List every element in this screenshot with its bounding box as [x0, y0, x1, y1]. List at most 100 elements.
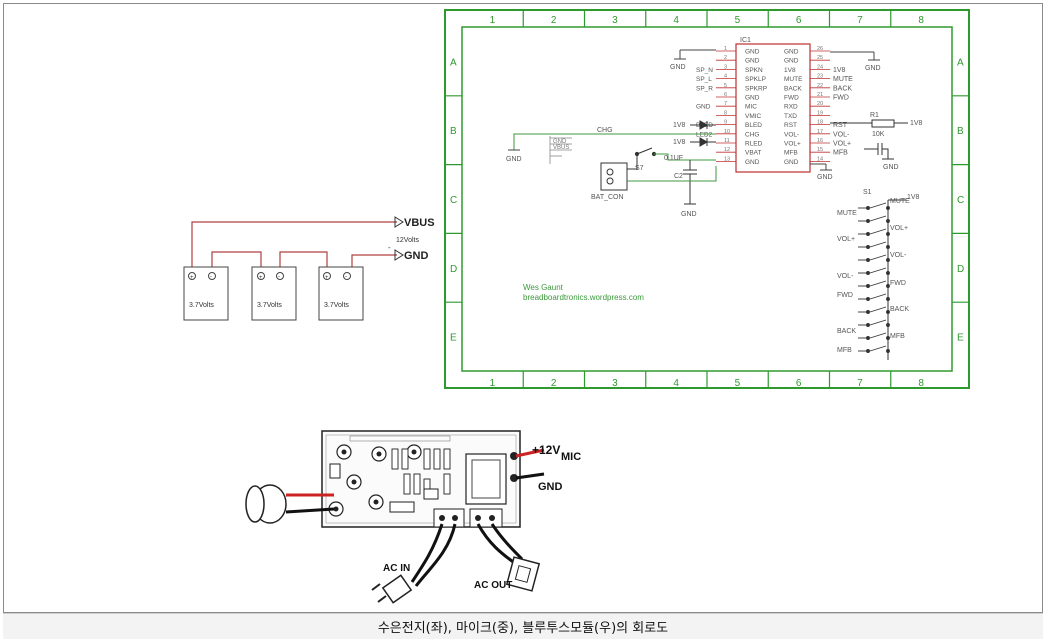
- schematic-outer-frame: [444, 9, 970, 389]
- vbus-wire: [191, 221, 397, 267]
- microphone-capsule: [245, 484, 335, 524]
- ic-pin-number-left: 2: [724, 55, 727, 61]
- grid-col-label: 5: [735, 378, 741, 389]
- grid-row-label: D: [957, 264, 964, 275]
- grid-row-label: C: [450, 195, 457, 206]
- switch-s1-contact: [858, 228, 890, 236]
- ic-pin-number-left: 1: [724, 46, 727, 52]
- mic-label: MIC: [561, 451, 581, 463]
- ic-pin-number-right: 23: [817, 74, 823, 80]
- circuit-figure: VBUS 12Volts - GND + - 3.7Volts + - 3.7V…: [183, 9, 970, 604]
- r1-supply: 1V8: [910, 120, 923, 127]
- gnd-symbol-ic-bottom: [810, 163, 832, 171]
- ic-pin-label-right: MFB: [784, 150, 798, 157]
- figure-caption: 수은전지(좌), 마이크(중), 블루투스모듈(우)의 회로도: [377, 621, 669, 636]
- terminal-ac-out-screw-1: [475, 515, 481, 521]
- voltage-label: 12Volts: [396, 237, 419, 244]
- gnd-wire: [351, 254, 397, 267]
- dc-terminal-plus: [510, 452, 518, 460]
- switch-s1-contact: [858, 280, 890, 288]
- ic-pin-label-left: SPKN: [745, 67, 763, 74]
- switch-s1-contact: [858, 215, 890, 223]
- switch-s1-contact: [858, 241, 890, 249]
- gnd-arrow: [394, 249, 404, 261]
- pcb-capacitor-dot: [373, 499, 379, 505]
- ic-pin-number-left: 9: [724, 120, 727, 126]
- switch-bank-s1: MUTEVOL+VOL-FWDBACKMFBMUTEVOL+VOL-FWDBAC…: [837, 198, 910, 360]
- grid-ticks: [445, 10, 969, 388]
- grid-row-label: D: [450, 264, 457, 275]
- ic-pin-label-left: VMIC: [745, 113, 762, 120]
- pcb-resistor: [403, 473, 411, 495]
- led-2-supply: 1V8: [673, 139, 686, 146]
- switch-s1-label-right: BACK: [890, 306, 909, 313]
- ac-out-label: AC OUT: [474, 580, 512, 591]
- grid-row-label: B: [450, 126, 457, 137]
- chg-wire: [513, 133, 716, 150]
- bat-con-label: BAT_CON: [591, 194, 624, 201]
- pcb-resistor: [391, 448, 399, 470]
- svg-text:+: +: [325, 275, 329, 281]
- switch-s1-label-left: VOL-: [837, 273, 854, 280]
- grid-col-label: 8: [918, 15, 924, 26]
- switch-s1-contact: [858, 202, 890, 210]
- ac-in-cable: [410, 523, 444, 583]
- ic1-pins: GND1GND2SPKN3SP_NSPKLP4SP_LSPKRP5SP_RGND…: [696, 46, 853, 166]
- ic-pin-label-left: SPKRP: [745, 85, 767, 92]
- switch-s1-label-left: VOL+: [837, 236, 855, 243]
- chg-net-label: CHG: [597, 127, 613, 134]
- gnd-label-reset-cap: GND: [883, 164, 899, 171]
- ic-pin-label-left: RLED: [745, 141, 763, 148]
- cell-1-label: 3.7Volts: [189, 302, 214, 309]
- ic-pin-label-right: FWD: [784, 95, 799, 102]
- svg-text:-: -: [210, 274, 212, 280]
- pcb-resistor: [413, 473, 421, 495]
- grid-row-label: B: [957, 126, 964, 137]
- pcb-resistor: [401, 448, 409, 470]
- switch-s1-contact: [858, 293, 890, 301]
- ic-net-label-right: VOL-: [833, 131, 850, 138]
- gnd-label-c2: GND: [681, 211, 697, 218]
- ic1-body: [735, 43, 811, 173]
- series-wire-1: [211, 251, 262, 267]
- ic-pin-label-left: SPKLP: [745, 76, 766, 83]
- ic-net-label-right: MUTE: [833, 76, 853, 83]
- author-website: breadboardtronics.wordpress.com: [523, 293, 644, 302]
- capacitor-c2: [683, 160, 697, 205]
- pcb-capacitor-dot: [333, 506, 339, 512]
- svg-text:-: -: [278, 274, 280, 280]
- bat-con-pin-2: [606, 177, 614, 185]
- ic-pin-label-right: VOL-: [784, 131, 799, 138]
- usb-vbus-pin: VBUS: [553, 145, 569, 151]
- pcb-ic-chip: [389, 501, 415, 513]
- gnd-label-chg: GND: [506, 156, 522, 163]
- s1-label: S1: [863, 189, 872, 196]
- switch-s1-contact: [858, 267, 890, 275]
- switch-s1-label-right: VOL-: [890, 252, 907, 259]
- gnd-label-right-top: GND: [865, 65, 881, 72]
- ic-pin-label-right: GND: [784, 159, 799, 166]
- ic-pin-number-right: 24: [817, 64, 823, 70]
- bat-con-box: [600, 162, 628, 191]
- ic-pin-number-left: 7: [724, 101, 727, 107]
- wire-12v: [515, 448, 545, 458]
- ic-pin-number-right: 14: [817, 156, 823, 162]
- usb-connector: [549, 136, 572, 164]
- cell-3-label: 3.7Volts: [324, 302, 349, 309]
- ic-pin-number-right: 25: [817, 55, 823, 61]
- ic-pin-number-right: 19: [817, 110, 823, 116]
- ic-pin-label-left: CHG: [745, 131, 759, 138]
- grid-col-label: 3: [612, 15, 618, 26]
- dc-terminal-gnd: [510, 474, 518, 482]
- ic-pin-number-right: 22: [817, 83, 823, 89]
- ic-pin-number-left: 4: [724, 74, 727, 80]
- ic-pin-number-left: 3: [724, 64, 727, 70]
- battery-cell-1: + - 3.7Volts: [183, 266, 229, 321]
- ic-pin-label-left: GND: [745, 95, 760, 102]
- vbat-gnd-wire: [627, 166, 717, 182]
- relay-inner: [471, 459, 501, 499]
- ic-pin-number-left: 6: [724, 92, 727, 98]
- ic-net-label-left: SP_R: [696, 85, 713, 92]
- svg-text:+: +: [259, 275, 263, 281]
